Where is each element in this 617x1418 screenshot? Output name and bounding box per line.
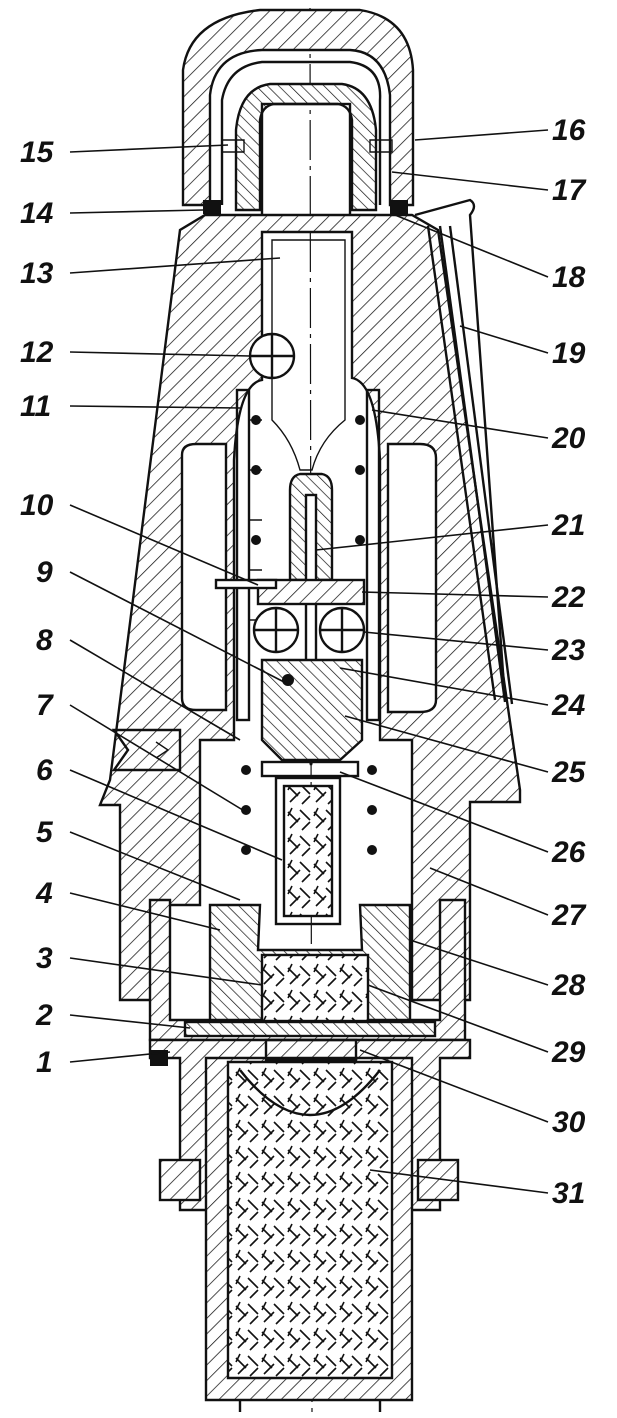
- ring-right: [369, 139, 393, 153]
- ball-23-left: [252, 606, 300, 654]
- callout-26: 26: [551, 836, 586, 869]
- callout-24: 24: [551, 689, 586, 722]
- detonator: [260, 760, 360, 926]
- callout-13: 13: [20, 257, 54, 290]
- callout-5: 5: [36, 816, 54, 849]
- callout-31: 31: [552, 1177, 585, 1210]
- callout-18: 18: [552, 261, 586, 294]
- callout-30: 30: [552, 1106, 586, 1139]
- callout-7: 7: [36, 689, 54, 722]
- spring-right: [355, 388, 381, 722]
- callout-29: 29: [551, 1036, 586, 1069]
- ring-left: [221, 139, 245, 153]
- callout-6: 6: [36, 754, 53, 787]
- callout-22: 22: [551, 581, 586, 614]
- callout-12: 12: [20, 336, 54, 369]
- callout-20: 20: [551, 422, 586, 455]
- callout-10: 10: [20, 489, 54, 522]
- seal-left: [203, 200, 221, 214]
- booster-charge: [204, 1038, 414, 1402]
- bottom-cap: [238, 1400, 382, 1412]
- base-plate: [183, 1020, 437, 1038]
- seal-9: [282, 674, 294, 686]
- callout-8: 8: [36, 624, 53, 657]
- rotor-arm: [271, 239, 346, 471]
- callout-25: 25: [551, 756, 587, 789]
- safety-wire: [414, 198, 514, 705]
- pin-10: [214, 578, 278, 590]
- callout-28: 28: [551, 969, 586, 1002]
- right-leaders: [315, 129, 549, 1194]
- ball-23-right: [318, 606, 366, 654]
- callout-2: 2: [35, 999, 53, 1032]
- cap: [181, 8, 415, 207]
- seal-right: [390, 200, 408, 214]
- callout-9: 9: [36, 556, 53, 589]
- slider-body: [260, 658, 364, 762]
- callout-19: 19: [552, 337, 586, 370]
- callout-14: 14: [20, 197, 54, 230]
- callout-15: 15: [20, 136, 55, 169]
- callout-21: 21: [551, 509, 585, 542]
- callout-16: 16: [552, 114, 586, 147]
- callout-23: 23: [551, 634, 586, 667]
- spring-lower: [241, 765, 377, 855]
- stem-head: [234, 82, 378, 218]
- callout-27: 27: [551, 899, 587, 932]
- callout-3: 3: [36, 942, 53, 975]
- conical-body: [98, 213, 522, 1002]
- left-leaders: [69, 144, 285, 1063]
- left-labels: 15 14 13 12 11 10 9 8 7 6 5 4 3 2 1: [20, 136, 55, 1079]
- spring-left: [235, 388, 262, 722]
- callout-4: 4: [35, 877, 53, 910]
- callout-11: 11: [20, 390, 51, 423]
- ball-12: [248, 332, 296, 380]
- adapter: [148, 1038, 472, 1212]
- right-labels: 16 17 18 19 20 21 22 23 24 25 26 27 28 2…: [551, 114, 587, 1210]
- callout-1: 1: [36, 1046, 53, 1079]
- callout-17: 17: [552, 174, 587, 207]
